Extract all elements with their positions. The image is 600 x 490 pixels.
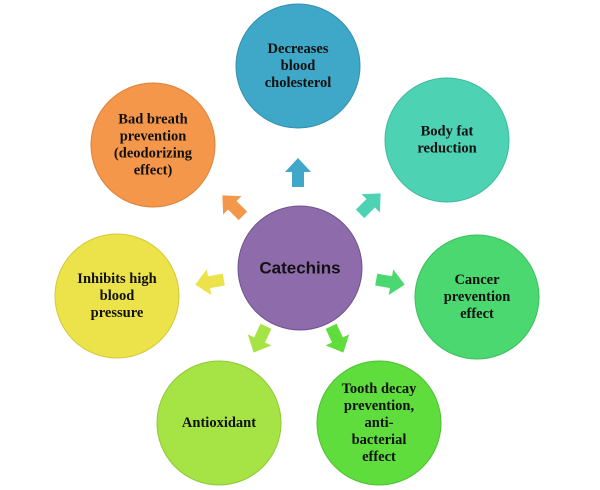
node-label-line: blood <box>100 288 135 304</box>
center-circle <box>237 205 363 331</box>
node-label-line: blood <box>281 58 316 74</box>
node-label-line: effect <box>362 449 396 465</box>
arrows-layer <box>195 158 405 353</box>
node-label-line: bacterial <box>352 432 407 448</box>
arrow-cancer <box>375 269 405 295</box>
node-label-line: Antioxidant <box>182 415 256 431</box>
arrow-tooth-decay <box>325 323 350 353</box>
circle-body-fat <box>384 77 510 203</box>
node-label-line: Bad breath <box>118 112 187 128</box>
node-label-line: reduction <box>417 141 476 157</box>
node-label-line: Inhibits high <box>77 271 156 287</box>
node-label-line: prevention, <box>344 398 415 414</box>
node-label-line: anti- <box>365 415 394 431</box>
node-tooth-decay: Tooth decayprevention,anti-bacterialeffe… <box>316 360 442 486</box>
circle-tooth-decay <box>316 360 442 486</box>
node-label-line: (deodorizing <box>114 146 193 162</box>
arrow-blood-pressure <box>195 269 225 295</box>
center-node: Catechins <box>237 205 363 331</box>
center-layer: Catechins <box>237 205 363 331</box>
node-label-line: Tooth decay <box>342 381 418 397</box>
arrow-body-fat <box>355 193 381 219</box>
node-label-line: prevention <box>444 289 511 305</box>
node-label-line: Decreases <box>268 41 329 57</box>
node-label-line: effect <box>460 306 494 322</box>
node-label-line: Cancer <box>454 272 500 288</box>
circle-cholesterol <box>235 3 361 129</box>
node-label-line: pressure <box>91 305 144 321</box>
circle-bad-breath <box>90 82 216 208</box>
arrow-antioxidant <box>247 323 272 353</box>
center-label: Catechins <box>259 259 340 278</box>
node-label-line: prevention <box>120 129 187 145</box>
circle-antioxidant <box>156 360 282 486</box>
node-label-line: effect) <box>134 163 173 179</box>
node-antioxidant: Antioxidant <box>156 360 282 486</box>
circle-cancer <box>414 234 540 360</box>
node-label-line: cholesterol <box>265 75 332 91</box>
arrow-bad-breath <box>222 195 248 221</box>
arrow-cholesterol <box>285 158 311 187</box>
node-label-line: Body fat <box>421 124 474 140</box>
circle-blood-pressure <box>54 233 180 359</box>
